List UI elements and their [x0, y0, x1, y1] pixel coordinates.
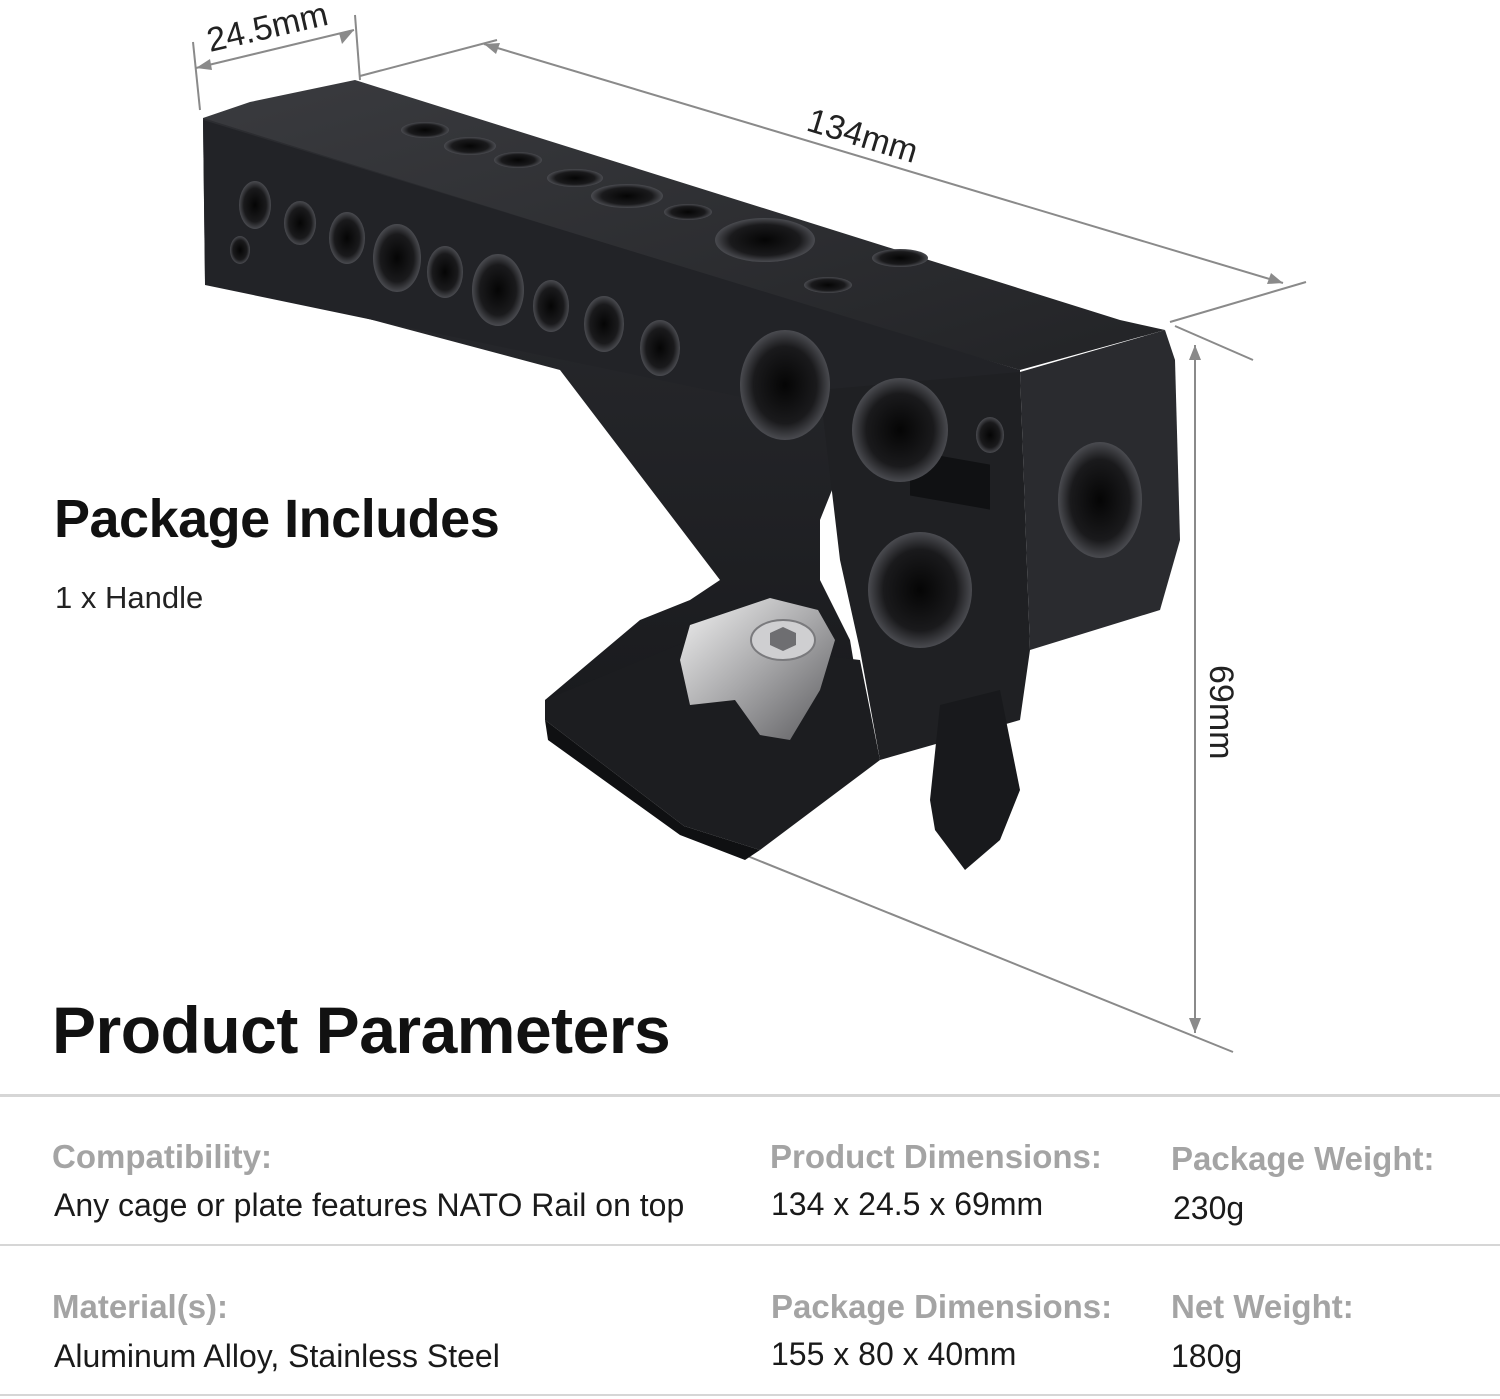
param-value: 155 x 80 x 40mm: [771, 1336, 1017, 1372]
param-value: Any cage or plate features NATO Rail on …: [54, 1187, 685, 1223]
param-value: 134 x 24.5 x 69mm: [771, 1186, 1044, 1222]
param-label: Package Dimensions:: [771, 1288, 1113, 1325]
param-value: 230g: [1173, 1190, 1245, 1226]
package-includes-title: Package Includes: [54, 489, 500, 549]
dimension-lines: [192, 14, 1307, 1053]
divider-top: [0, 1094, 1500, 1097]
length-dimension-label: 134mm: [803, 101, 923, 170]
product-parameters-title: Product Parameters: [52, 993, 671, 1067]
divider-middle: [0, 1244, 1500, 1246]
divider-bottom: [0, 1394, 1500, 1396]
param-value: 180g: [1171, 1338, 1243, 1374]
param-value: Aluminum Alloy, Stainless Steel: [54, 1338, 500, 1374]
side-holes: [230, 181, 1142, 648]
param-label: Compatibility:: [52, 1138, 272, 1175]
param-label: Material(s):: [52, 1288, 229, 1325]
package-item: 1 x Handle: [55, 580, 204, 615]
top-holes: [401, 122, 928, 293]
param-label: Product Dimensions:: [770, 1138, 1102, 1175]
height-dimension-label: 69mm: [1202, 665, 1240, 759]
param-label: Net Weight:: [1171, 1288, 1354, 1325]
param-label: Package Weight:: [1171, 1140, 1435, 1177]
thumb-knob: [680, 598, 835, 740]
handle-body: [203, 80, 1180, 870]
dimension-arrowheads: [196, 30, 1283, 1033]
